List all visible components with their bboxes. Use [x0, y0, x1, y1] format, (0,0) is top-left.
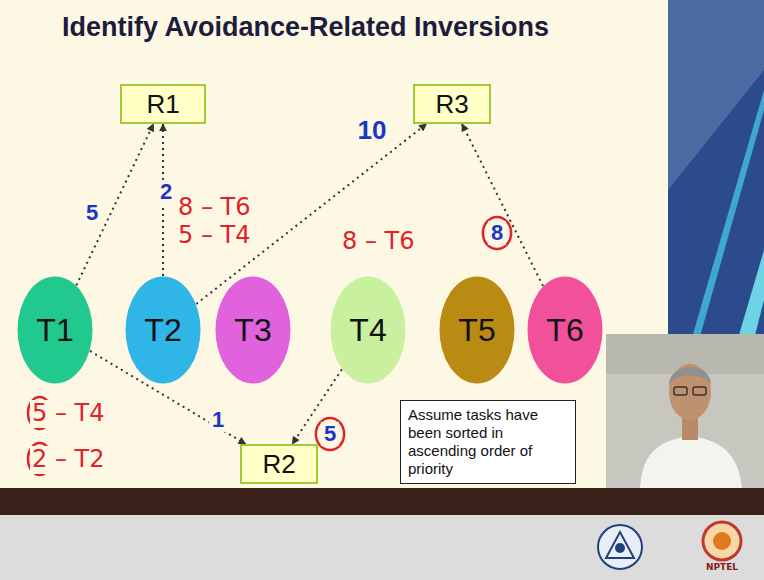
task-ellipse: T6 — [527, 276, 603, 384]
task-ellipse: T2 — [125, 276, 201, 384]
node-name: R2 — [262, 449, 295, 480]
presenter-head — [669, 364, 711, 420]
annotation-circle — [483, 217, 511, 249]
annotation-circle — [316, 418, 344, 450]
node-name: T4 — [349, 312, 386, 349]
ellipse-fill — [126, 277, 201, 384]
weight-number: 2 — [157, 180, 175, 204]
dotted-connector — [76, 124, 153, 285]
ellipse-fill — [216, 277, 291, 384]
task-ellipse: T1 — [17, 276, 93, 384]
handwritten-note: 8 – T6 — [176, 194, 252, 222]
node-name: R3 — [435, 89, 468, 120]
logo-ring — [703, 522, 741, 560]
logo-ring — [598, 525, 642, 569]
presenter-glasses — [693, 387, 706, 395]
footer-strip — [0, 515, 764, 580]
note-box: Assume tasks have been sorted in ascendi… — [400, 400, 576, 484]
weight-number: 1 — [209, 408, 227, 432]
presenter-video — [606, 334, 764, 488]
node-name: T3 — [234, 312, 271, 349]
presenter-shirt — [640, 436, 742, 488]
weight-number: 5 — [83, 201, 101, 225]
ellipse-fill — [528, 277, 603, 384]
resource-box: R1 — [120, 84, 206, 124]
nptel-logo — [703, 522, 741, 560]
resource-box: R3 — [413, 84, 491, 124]
node-name: T2 — [144, 312, 181, 349]
presenter-hair — [669, 367, 711, 386]
video-frame — [606, 334, 764, 488]
node-name: T6 — [546, 312, 583, 349]
side-band-shade — [668, 0, 764, 190]
logo-dot — [615, 543, 625, 553]
task-ellipse: T3 — [215, 276, 291, 384]
presenter-glasses — [674, 387, 687, 395]
weight-number: 5 — [321, 422, 339, 446]
ellipse-fill — [18, 277, 93, 384]
slide-title: Identify Avoidance-Related Inversions — [62, 12, 549, 43]
task-ellipse: T5 — [439, 276, 515, 384]
logo-mark — [606, 532, 634, 558]
logo-text: NPTEL — [706, 562, 738, 572]
logo-core — [713, 532, 731, 550]
handwritten-note: 8 – T6 — [340, 228, 416, 256]
ellipse-fill — [440, 277, 515, 384]
node-name: T5 — [458, 312, 495, 349]
weight-number: 8 — [488, 221, 506, 245]
ellipse-fill — [331, 277, 406, 384]
weight-number: 10 — [355, 116, 390, 145]
resource-box: R2 — [240, 444, 318, 484]
dotted-connector — [462, 124, 543, 286]
presenter-neck — [682, 418, 698, 440]
node-name: T1 — [36, 312, 73, 349]
note-text: Assume tasks have been sorted in ascendi… — [408, 406, 568, 478]
handwritten-note: 5 – T4 — [176, 222, 252, 250]
handwritten-note: 5 – T4 — [30, 400, 106, 428]
task-ellipse: T4 — [330, 276, 406, 384]
handwritten-note: 2 – T2 — [30, 446, 106, 474]
node-name: R1 — [146, 89, 179, 120]
bottom-bar — [0, 488, 764, 515]
iit-logo — [598, 525, 642, 569]
